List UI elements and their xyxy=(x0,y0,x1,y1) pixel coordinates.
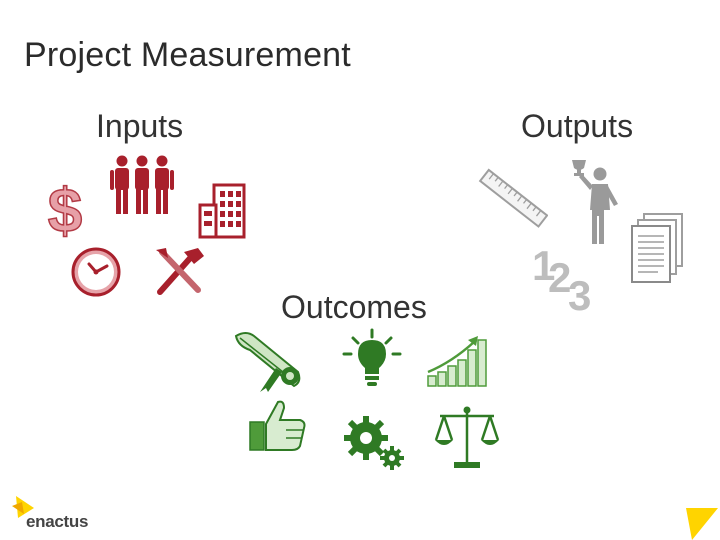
documents-icon xyxy=(630,212,686,284)
enactus-logo-text: enactus xyxy=(26,512,89,531)
gears-icon xyxy=(340,412,410,472)
outputs-label: Outputs xyxy=(521,108,634,144)
number-two: 2 xyxy=(548,254,572,301)
people-icon xyxy=(110,154,174,216)
number-three: 3 xyxy=(568,272,592,319)
svg-text:$: $ xyxy=(48,177,82,242)
building-icon xyxy=(198,183,248,239)
inputs-label: Inputs xyxy=(96,108,184,144)
diploma-icon xyxy=(232,328,306,394)
page-title: Project Measurement xyxy=(24,36,351,74)
lightbulb-icon xyxy=(340,328,404,388)
ruler-icon xyxy=(478,164,548,234)
outcomes-label: Outcomes xyxy=(281,289,427,325)
thumbs-up-icon xyxy=(246,398,308,454)
tools-icon xyxy=(152,246,208,296)
numbers-icon: 1 2 3 xyxy=(532,242,602,319)
corner-triangle-icon xyxy=(686,508,718,540)
dollar-icon: $ xyxy=(40,176,90,242)
trophy-person-icon xyxy=(562,152,626,246)
growth-chart-icon xyxy=(424,332,492,388)
enactus-logo-mark xyxy=(10,494,38,520)
number-one: 1 xyxy=(532,242,556,289)
scales-icon xyxy=(434,404,500,472)
clock-icon xyxy=(69,246,125,298)
